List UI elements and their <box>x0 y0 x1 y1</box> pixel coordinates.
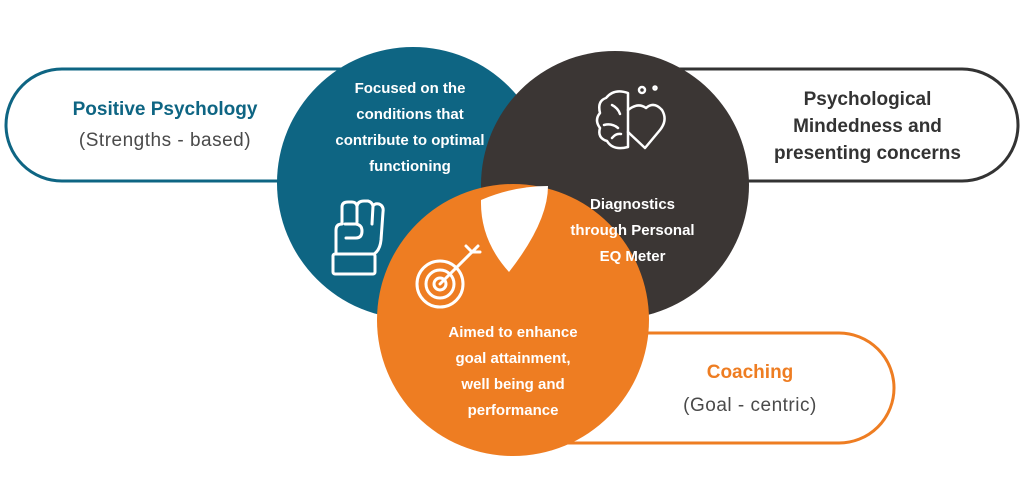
orange-circle <box>377 184 649 456</box>
dark-circle-text: Diagnostics through Personal EQ Meter <box>550 192 715 270</box>
teal-line-1: Focused on the <box>354 80 466 97</box>
orange-line-2: goal attainment, <box>455 350 571 367</box>
orange-line-3: well being and <box>461 376 565 393</box>
fist-icon <box>331 199 385 276</box>
bottom-pill-subtitle: (Goal - centric) <box>683 395 817 416</box>
orange-circle-text: Aimed to enhance goal attainment, well b… <box>418 320 608 424</box>
teal-line-3: contribute to optimal <box>335 132 485 149</box>
center-overlap <box>480 186 548 272</box>
teal-line-2: conditions that <box>356 106 464 123</box>
teal-circle-text: Focused on the conditions that contribut… <box>310 76 510 180</box>
dark-line-1: Diagnostics <box>589 196 676 213</box>
bottom-pill-title: Coaching <box>706 362 794 383</box>
dark-line-2: through Personal <box>570 222 695 239</box>
right-pill-line-2: Mindedness and <box>793 116 942 137</box>
left-pill-title: Positive Psychology <box>72 99 258 120</box>
right-pill-line-1: Psychological <box>803 89 932 110</box>
orange-line-4: performance <box>467 402 559 419</box>
right-pill-line-3: presenting concerns <box>774 143 961 164</box>
left-pill-subtitle: (Strengths - based) <box>78 130 252 151</box>
target-icon <box>415 244 482 309</box>
teal-line-4: functioning <box>369 158 451 175</box>
brain-heart-icon <box>595 85 666 150</box>
dark-line-3: EQ Meter <box>599 248 666 265</box>
right-pill-title: Psychological Mindedness and presenting … <box>745 86 990 167</box>
orange-line-1: Aimed to enhance <box>448 324 578 341</box>
